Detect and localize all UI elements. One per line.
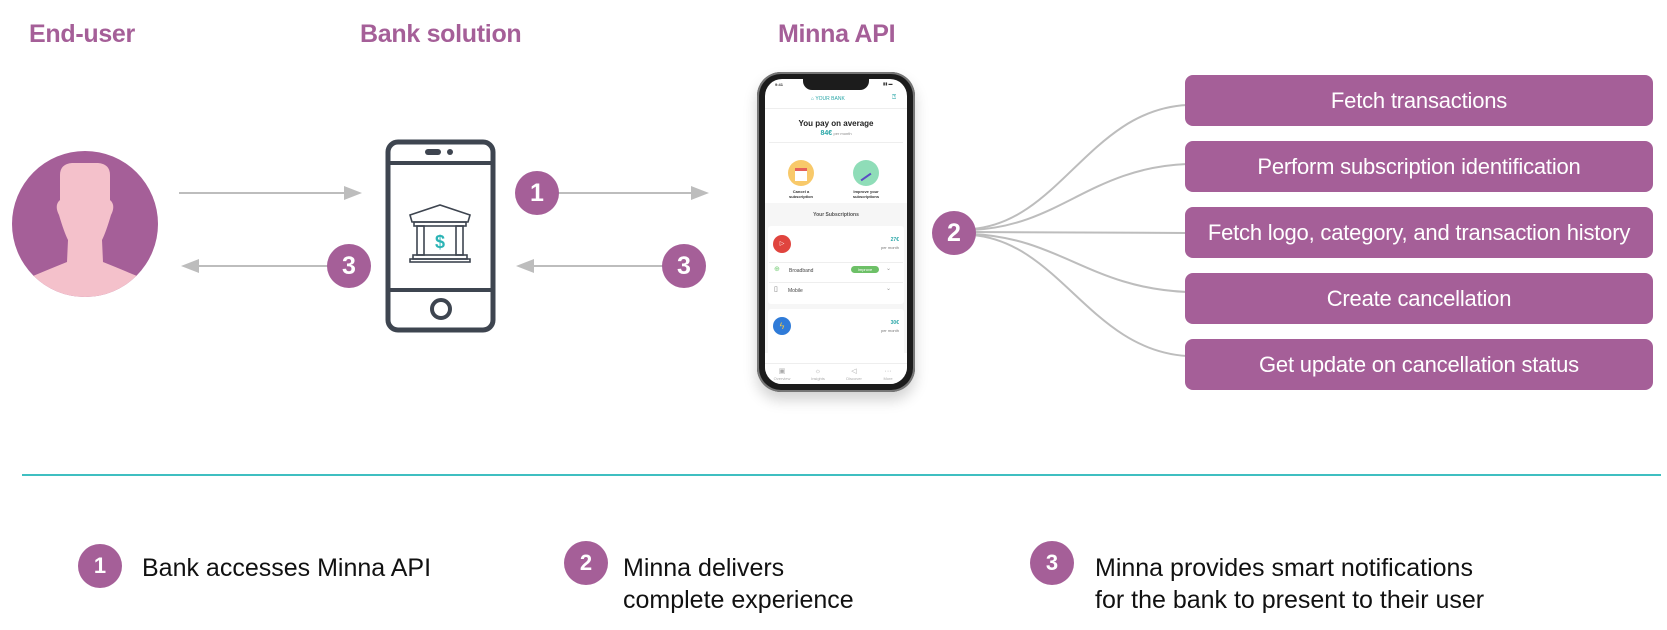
average-amount: 84€ per month bbox=[820, 130, 852, 137]
broadband-chevron-icon[interactable]: ⌄ bbox=[886, 266, 892, 272]
connector-curves bbox=[971, 104, 1188, 357]
chart-up-icon[interactable] bbox=[853, 160, 879, 186]
heading-end-user: End-user bbox=[29, 20, 135, 48]
connector-fetch-transactions bbox=[971, 104, 1188, 230]
step-badge-3-right: 3 bbox=[662, 244, 706, 288]
mobile-chevron-icon[interactable]: ⌄ bbox=[886, 286, 892, 292]
discover-icon: ◁ bbox=[851, 368, 857, 375]
legend-text-1: Bank accesses Minna API bbox=[142, 554, 432, 582]
subscription-card-2[interactable] bbox=[768, 309, 904, 369]
tab-more[interactable]: ···More bbox=[873, 368, 903, 381]
bank-phone-icon bbox=[385, 139, 496, 333]
more-icon: ··· bbox=[884, 368, 892, 375]
connector-fetch-logo bbox=[971, 231, 1188, 234]
mobile-icon: ▯ bbox=[774, 286, 778, 293]
bank-building-icon bbox=[409, 204, 471, 263]
tab-discover[interactable]: ◁Discover bbox=[839, 368, 869, 381]
streaming-icon: ▷ bbox=[773, 235, 791, 253]
row-divider bbox=[769, 282, 903, 283]
legend-badge-3: 3 bbox=[1030, 541, 1074, 585]
connector-subscription-identification bbox=[971, 163, 1188, 231]
broadband-icon: ⊕ bbox=[774, 266, 780, 273]
summary-divider bbox=[769, 142, 903, 143]
legend-badge-2: 2 bbox=[564, 541, 608, 585]
header-divider bbox=[765, 108, 907, 109]
calendar-cancel-icon[interactable] bbox=[788, 160, 814, 186]
bank-mini-icon: ⌂ bbox=[811, 96, 816, 102]
step-badge-1: 1 bbox=[515, 171, 559, 215]
minna-app-phone: 9:41 ▮▮ ▬ ⌂ YOUR BANK ⍰ You pay on avera… bbox=[757, 72, 915, 392]
action-create-cancellation: Create cancellation bbox=[1185, 273, 1653, 324]
arrow-bank-to-user bbox=[181, 259, 330, 273]
minna-app-screen: 9:41 ▮▮ ▬ ⌂ YOUR BANK ⍰ You pay on avera… bbox=[765, 79, 907, 384]
connector-cancellation-status bbox=[971, 234, 1188, 357]
card-1-divider bbox=[769, 262, 903, 263]
card-1-price: 27€ bbox=[890, 237, 899, 243]
section-title: Your Subscriptions bbox=[813, 212, 859, 218]
card-2-unit: per month bbox=[880, 328, 899, 333]
arrow-bank-to-minna bbox=[550, 186, 709, 200]
step-badge-3-left: 3 bbox=[327, 244, 371, 288]
card-2-price: 30€ bbox=[890, 320, 899, 326]
connector-create-cancellation bbox=[971, 233, 1188, 293]
section-divider bbox=[22, 474, 1661, 476]
broadband-label[interactable]: Broadband bbox=[789, 268, 814, 274]
improve-badge[interactable]: Improve bbox=[851, 266, 879, 273]
phone-notch bbox=[803, 79, 869, 90]
help-icon[interactable]: ⍰ bbox=[892, 94, 897, 101]
status-time: 9:41 bbox=[775, 82, 784, 87]
action-cancellation-status: Get update on cancellation status bbox=[1185, 339, 1653, 390]
bank-label: ⌂ YOUR BANK bbox=[811, 96, 845, 102]
arrow-minna-to-bank bbox=[516, 259, 665, 273]
action-fetch-transactions: Fetch transactions bbox=[1185, 75, 1653, 126]
user-avatar-icon bbox=[12, 151, 158, 297]
app-tab-bar: ▣Overview ☼Insights ◁Discover ···More bbox=[765, 363, 907, 384]
heading-bank-solution: Bank solution bbox=[360, 20, 522, 48]
average-headline: You pay on average bbox=[798, 119, 874, 128]
action-fetch-logo-category-history: Fetch logo, category, and transaction hi… bbox=[1185, 207, 1653, 258]
legend-badge-1: 1 bbox=[78, 544, 122, 588]
action-subscription-identification: Perform subscription identification bbox=[1185, 141, 1653, 192]
tab-insights[interactable]: ☼Insights bbox=[803, 368, 833, 381]
heading-minna-api: Minna API bbox=[778, 20, 896, 48]
card-1-unit: per month bbox=[880, 245, 899, 250]
insights-icon: ☼ bbox=[814, 368, 822, 375]
subscription-card-1[interactable] bbox=[768, 226, 904, 304]
tab-overview[interactable]: ▣Overview bbox=[767, 368, 797, 381]
lightning-icon: ϟ bbox=[773, 317, 791, 335]
step-badge-2: 2 bbox=[932, 211, 976, 255]
status-icons: ▮▮ ▬ bbox=[883, 81, 893, 86]
dollar-icon: $ bbox=[435, 232, 445, 252]
arrow-user-to-bank bbox=[179, 186, 362, 200]
mobile-label[interactable]: Mobile bbox=[788, 288, 803, 294]
overview-icon: ▣ bbox=[778, 368, 786, 375]
